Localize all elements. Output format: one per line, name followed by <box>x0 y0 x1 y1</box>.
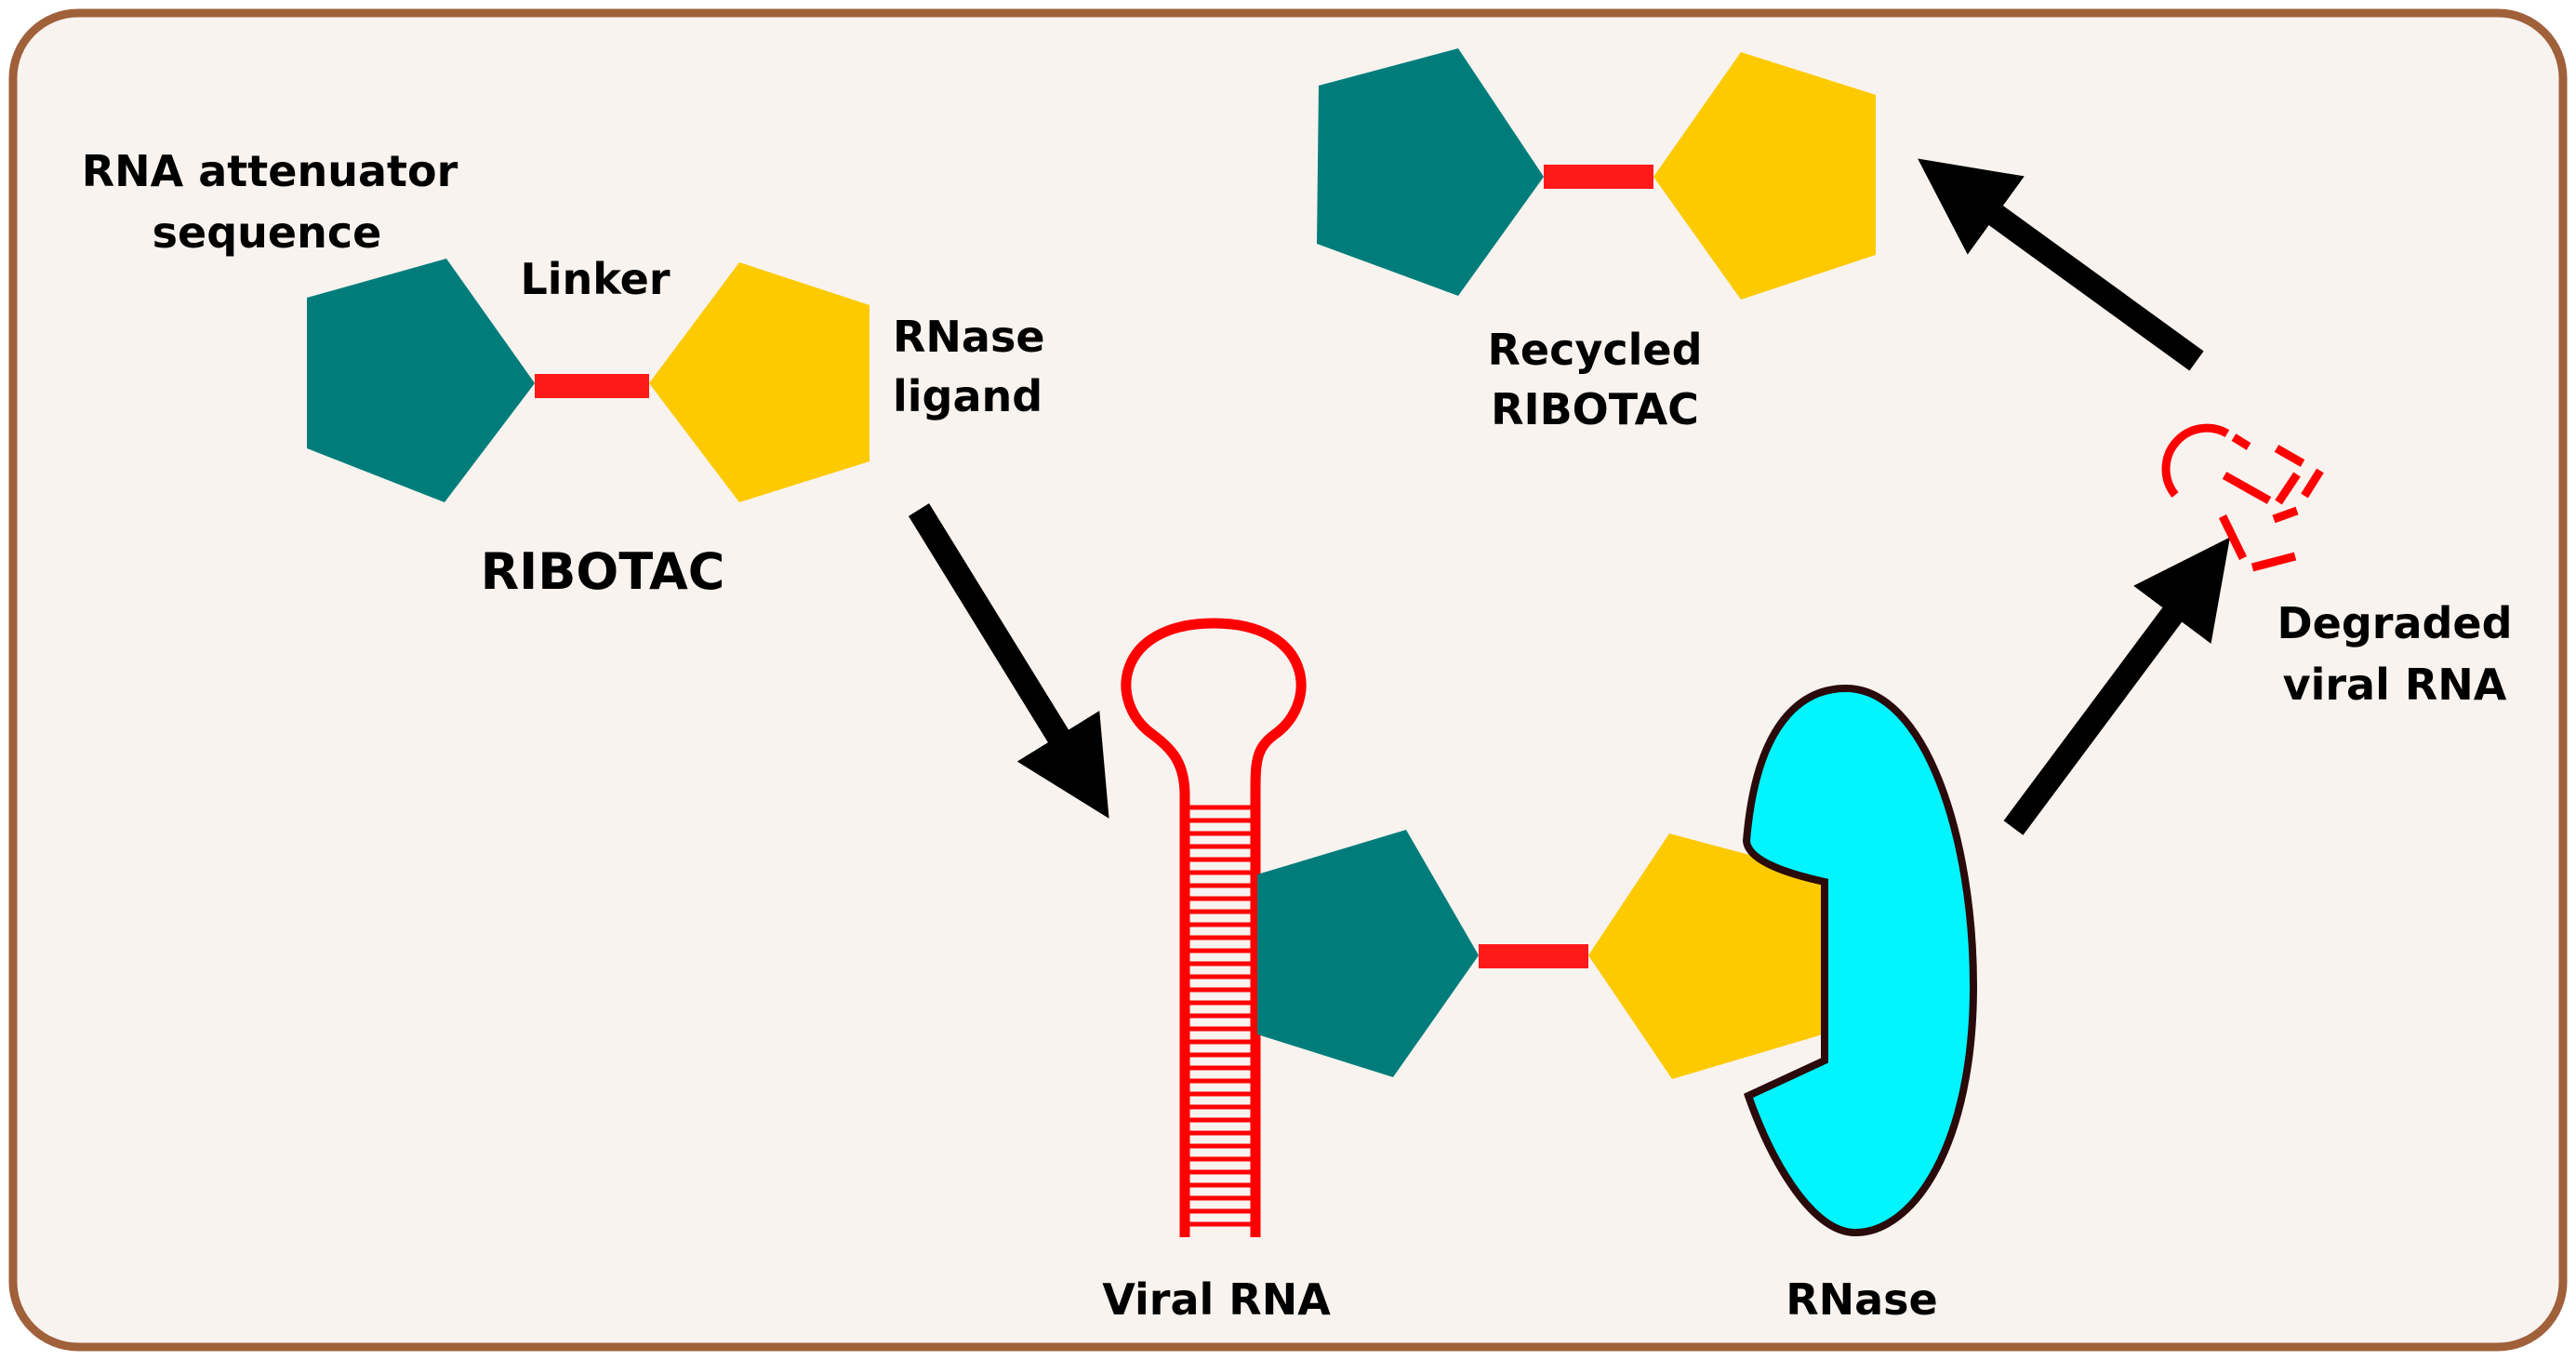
recycled-attenuator-pentagon <box>1317 48 1544 296</box>
fragment-7 <box>2272 506 2299 524</box>
degraded-rna-fragments <box>2161 423 2324 572</box>
recycled-ligand-pentagon <box>1653 52 1876 300</box>
linker-bar <box>535 374 649 398</box>
fragment-5 <box>2301 468 2324 499</box>
fragment-6 <box>2218 514 2248 560</box>
rna-attenuator-pentagon <box>307 259 535 502</box>
diagram-frame <box>8 8 2568 1352</box>
ribotac-molecule <box>307 259 870 502</box>
bound-ribotac-complex <box>1257 830 1823 1079</box>
arrow-complex-to-degraded <box>2003 537 2230 835</box>
recycled-ribotac-label: Recycled <box>1487 325 1702 375</box>
fragment-2 <box>2222 472 2272 504</box>
rnase-ligand-pentagon <box>649 262 870 502</box>
hairpin-loop <box>1121 618 1307 1237</box>
degraded-rna-label-2: viral RNA <box>2283 660 2507 710</box>
bound-attenuator-pentagon <box>1257 830 1479 1077</box>
bound-ligand-pentagon <box>1588 833 1823 1079</box>
linker-label: Linker <box>520 254 670 304</box>
rnase-label: RNase <box>1786 1274 1938 1325</box>
hairpin-rungs <box>1185 805 1255 1227</box>
recycled-linker-bar <box>1544 165 1653 189</box>
rna-attenuator-label-2: sequence <box>153 207 382 258</box>
viral-rna-hairpin <box>1121 618 1307 1237</box>
rnase-ligand-label-2: ligand <box>893 371 1042 421</box>
degraded-rna-label: Degraded <box>2277 598 2512 648</box>
recycled-ribotac-molecule <box>1317 48 1876 300</box>
arrow-degraded-to-recycled <box>1918 158 2204 371</box>
fragment-arc <box>2161 423 2230 498</box>
fragment-3 <box>2274 445 2305 467</box>
recycled-ribotac-label-2: RIBOTAC <box>1491 384 1699 434</box>
rnase-ligand-label: RNase <box>893 312 1045 362</box>
fragment-1 <box>2231 433 2251 450</box>
arrow-ribotac-to-complex <box>908 503 1109 819</box>
fragment-4 <box>2275 472 2301 505</box>
fragment-8 <box>2251 552 2297 572</box>
ribotac-label: RIBOTAC <box>481 542 725 601</box>
rna-attenuator-label: RNA attenuator <box>82 146 458 196</box>
bound-linker-bar <box>1479 944 1588 968</box>
rnase-enzyme <box>1742 684 1978 1237</box>
viral-rna-label: Viral RNA <box>1102 1274 1331 1325</box>
